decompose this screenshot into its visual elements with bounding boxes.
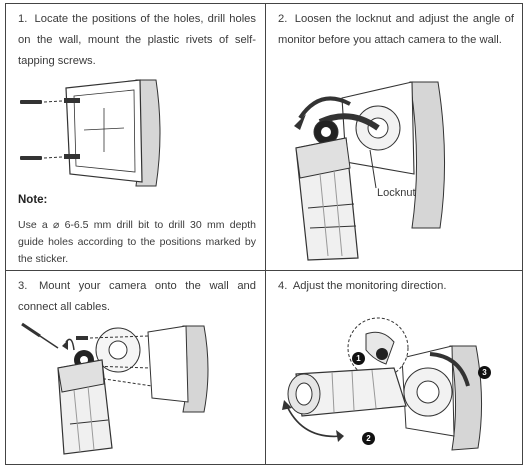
callout-badge-2: 2	[362, 432, 375, 445]
grid-divider-vertical	[265, 3, 266, 465]
figure-adjust-direction	[282, 320, 492, 460]
step-4-description: Adjust the monitoring direction.	[293, 280, 447, 292]
step-4-text: 4. Adjust the monitoring direction.	[278, 276, 514, 297]
grid-divider-horizontal	[5, 270, 523, 271]
figure-camera-locknut	[280, 78, 460, 260]
note-text: Use a ⌀ 6-6.5 mm drill bit to drill 30 m…	[18, 217, 256, 268]
step-2-description: Loosen the locknut and adjust the angle …	[278, 13, 514, 46]
step-3-description: Mount your camera onto the wall and conn…	[18, 280, 256, 313]
figure-camera-mounting	[18, 320, 218, 460]
step-3-text: 3. Mount your camera onto the wall and c…	[18, 276, 256, 318]
step-2-number: 2.	[278, 13, 287, 25]
note-title: Note:	[18, 194, 47, 206]
step-4-number: 4.	[278, 280, 287, 292]
callout-badge-3: 3	[478, 366, 491, 379]
step-1-text: 1. Locate the positions of the holes, dr…	[18, 9, 256, 72]
step-1-number: 1.	[18, 13, 27, 25]
callout-badge-1: 1	[352, 352, 365, 365]
step-1-description: Locate the positions of the holes, drill…	[18, 13, 256, 67]
figure-wall-drilling	[18, 78, 158, 188]
step-2-text: 2. Loosen the locknut and adjust the ang…	[278, 9, 514, 51]
step-3-number: 3.	[18, 280, 27, 292]
